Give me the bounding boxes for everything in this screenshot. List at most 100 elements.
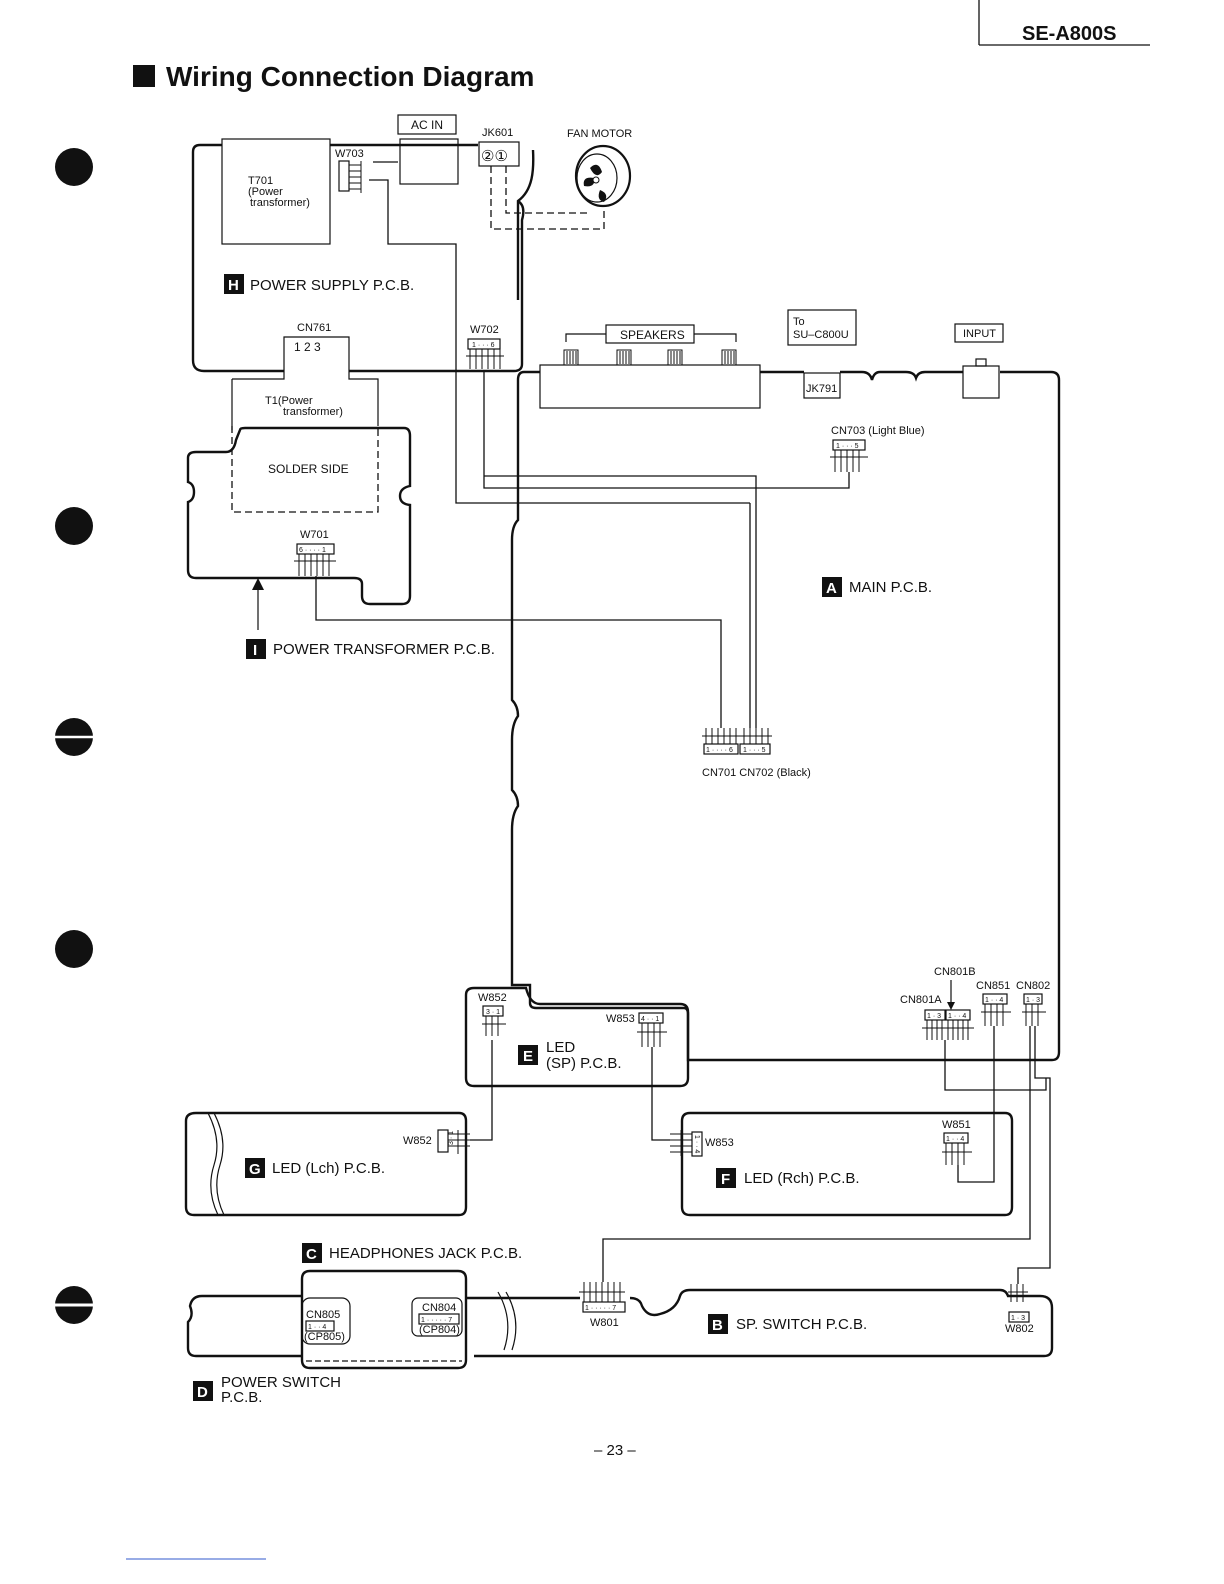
w702-label: W702 (470, 324, 499, 336)
led-rch-board-outline (680, 1111, 1014, 1217)
led-lch-w852-pins: 3 · 1 (448, 1131, 455, 1145)
led-sp-w853-pins: 4 · · 1 (641, 1016, 659, 1023)
w702-connector (467, 338, 501, 350)
power-switch-board-outline (186, 1294, 302, 1358)
w703-label: W703 (335, 148, 364, 160)
led-sp-w852-pins: 3 · 1 (486, 1009, 500, 1016)
led-sp-pcb-label: LED (546, 1039, 575, 1056)
speaker-terminal-block (539, 364, 761, 409)
headphones-pcb-label: HEADPHONES JACK P.C.B. (329, 1245, 522, 1262)
cn805-box (301, 1297, 351, 1345)
led-sp-w853-label: W853 (606, 1013, 635, 1025)
t701-transformer (221, 138, 331, 245)
w801-pins: 1 · · · · · 7 (585, 1305, 616, 1312)
input-label: INPUT (963, 328, 996, 340)
jk601-jack (478, 141, 520, 167)
input-label-box (954, 323, 1004, 343)
cn761-pins: 1 2 3 (294, 340, 321, 354)
w701-connector (296, 543, 335, 555)
t701-label-3: transformer) (250, 197, 310, 209)
sp-switch-badge-letter: B (712, 1317, 723, 1334)
power-transformer-badge-letter: I (253, 642, 257, 659)
solder-side-label: SOLDER SIDE (268, 462, 349, 476)
led-lch-board-outline (184, 1111, 468, 1217)
main-board-outline (510, 370, 1061, 1062)
cn703-label: CN703 (Light Blue) (831, 425, 925, 437)
page-number: – 23 – (594, 1442, 636, 1459)
power-transformer-badge (246, 639, 266, 659)
power-supply-board-outline (191, 143, 535, 373)
w702-pins: 1 · · · 6 (472, 342, 495, 349)
cp804-label: (CP804) (419, 1324, 460, 1336)
fan-motor-label: FAN MOTOR (567, 128, 632, 140)
sp-switch-board-outline (466, 1288, 1054, 1358)
w703-connector (338, 160, 350, 192)
power-switch-badge-letter: D (197, 1384, 208, 1401)
led-rch-w851-label: W851 (942, 1119, 971, 1131)
speakers-label: SPEAKERS (620, 328, 685, 342)
main-badge (822, 577, 842, 597)
cn702-pins: 1 · · · 5 (743, 747, 766, 754)
speaker-terminals (563, 349, 737, 366)
cn851-pins: 1 · · 4 (985, 997, 1003, 1004)
cn804-label: CN804 (422, 1302, 456, 1314)
jk601-pins: ②① (481, 148, 508, 165)
cn801a-label: CN801A (900, 994, 942, 1006)
cn701-cn702-label: CN701 CN702 (Black) (702, 767, 811, 779)
w802-label: W802 (1005, 1323, 1034, 1335)
power-supply-pcb-label: POWER SUPPLY P.C.B. (250, 277, 414, 294)
power-transformer-board-outline (186, 426, 412, 606)
led-lch-badge-letter: G (249, 1161, 261, 1178)
headphones-badge (302, 1243, 322, 1263)
led-rch-badge (716, 1168, 736, 1188)
t701-label: T701 (248, 175, 273, 187)
led-sp-board-outline (464, 986, 690, 1088)
led-sp-pcb-label-2: (SP) P.C.B. (546, 1055, 622, 1072)
headphones-board-outline (300, 1269, 468, 1370)
cn701-cn702-connectors (702, 728, 772, 744)
cn703-pins: 1 · · · 5 (836, 443, 859, 450)
led-rch-w853-label: W853 (705, 1137, 734, 1149)
w701-label: W701 (300, 529, 329, 541)
w701-pins: 6 · · · · 1 (299, 547, 326, 554)
led-rch-badge-letter: F (721, 1171, 730, 1188)
cn802-pins: 1 · 3 (1026, 997, 1040, 1004)
cp805-label: (CP805) (304, 1331, 345, 1343)
fan-motor-icon (574, 144, 632, 208)
led-lch-w852-label: W852 (403, 1135, 432, 1147)
title-bullet (133, 65, 155, 87)
cn804-pins: 1 · · · · · 7 (421, 1317, 452, 1324)
jk791-label: JK791 (806, 383, 837, 395)
t1-label: T1(Power (265, 395, 313, 407)
cn801b-pins: 1 · · 4 (948, 1013, 966, 1020)
cn801a-pins: 1 · 3 (927, 1013, 941, 1020)
input-jack (962, 365, 1000, 399)
sp-switch-badge (708, 1314, 728, 1334)
t1-label-2: transformer) (283, 406, 343, 418)
t701-label-2: (Power (248, 186, 283, 198)
jk601-label: JK601 (482, 127, 513, 139)
ac-in-label: AC IN (411, 118, 443, 132)
led-rch-pcb-label: LED (Rch) P.C.B. (744, 1170, 860, 1187)
power-supply-badge (224, 274, 244, 294)
model-number: SE-A800S (1022, 23, 1117, 45)
speakers-label-box (605, 324, 695, 344)
power-switch-pcb-label-2: P.C.B. (221, 1389, 262, 1406)
led-sp-badge-letter: E (523, 1048, 533, 1065)
page-title: Wiring Connection Diagram (166, 61, 534, 92)
binder-holes (55, 148, 93, 1324)
w801-label: W801 (590, 1317, 619, 1329)
su-c800u-label: SU–C800U (793, 329, 849, 341)
cn761-label: CN761 (297, 322, 331, 334)
cn805-label: CN805 (306, 1309, 340, 1321)
jk791-jack (803, 372, 841, 399)
cn804-box (411, 1297, 463, 1337)
cn703-connector (832, 439, 866, 451)
main-pcb-label: MAIN P.C.B. (849, 579, 932, 596)
power-supply-badge-letter: H (228, 277, 239, 294)
led-lch-pcb-label: LED (Lch) P.C.B. (272, 1160, 385, 1177)
cn805-pins: 1 · · 4 (308, 1324, 326, 1331)
ac-inlet (399, 138, 459, 185)
w802-pins: 1 · 3 (1011, 1315, 1025, 1322)
